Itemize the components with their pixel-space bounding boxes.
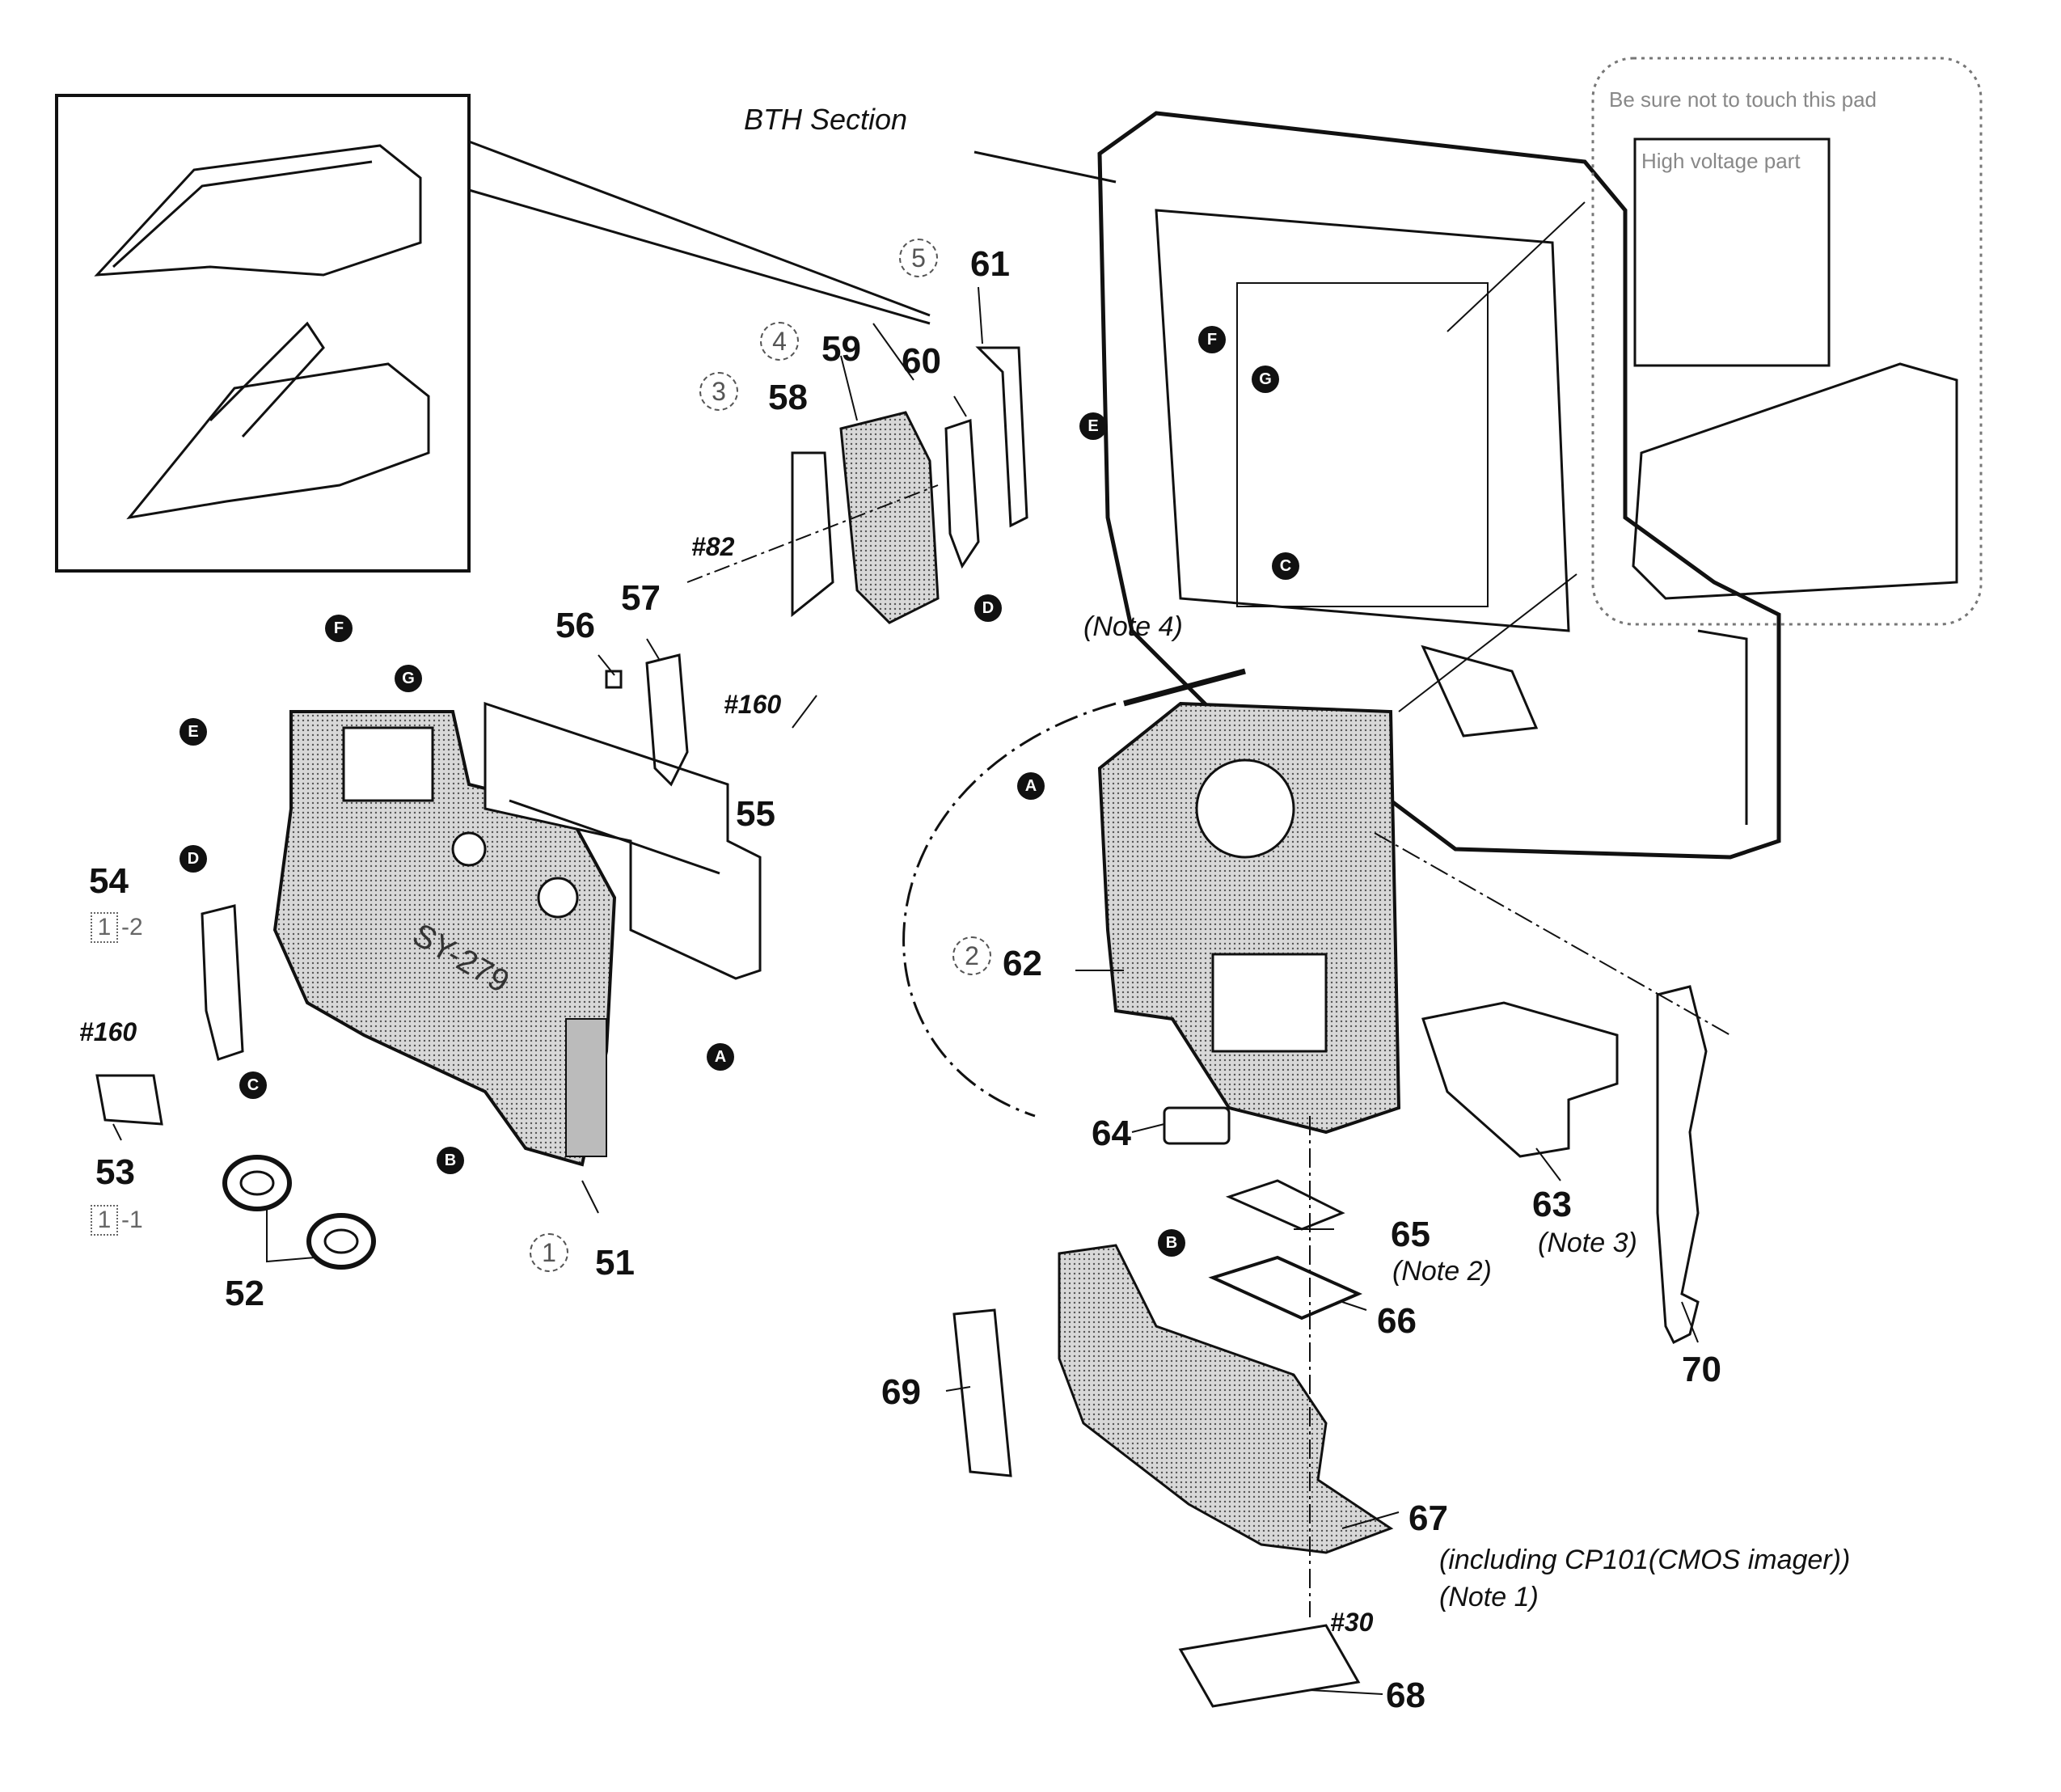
part-67: 67	[1408, 1498, 1448, 1538]
note-3: (Note 3)	[1538, 1228, 1637, 1258]
part-66: 66	[1377, 1301, 1417, 1341]
part-68: 68	[1386, 1676, 1425, 1715]
note-1: (Note 1)	[1439, 1582, 1539, 1612]
note-4: (Note 4)	[1083, 611, 1183, 642]
marker-d: D	[179, 845, 207, 873]
part-59: 59	[821, 329, 861, 369]
screw-160-b: #160	[79, 1017, 137, 1046]
callout-box	[1591, 57, 1983, 626]
marker-d: D	[974, 594, 1002, 622]
marker-a: A	[707, 1043, 734, 1071]
part-54: 54	[89, 861, 129, 901]
board-55	[484, 701, 762, 980]
marker-b: B	[1158, 1229, 1185, 1257]
screw-30: #30	[1330, 1608, 1374, 1637]
part-61: 61	[970, 244, 1010, 284]
marker-g: G	[1252, 366, 1279, 393]
note-2: (Note 2)	[1392, 1256, 1492, 1287]
marker-a: A	[1017, 772, 1045, 800]
section-title: BTH Section	[744, 103, 908, 136]
screw-82: #82	[691, 532, 735, 561]
marker-c: C	[1272, 552, 1299, 580]
marker-f: F	[325, 615, 353, 642]
marker-e: E	[179, 718, 207, 746]
part-53: 53	[95, 1152, 135, 1192]
part-64: 64	[1092, 1114, 1131, 1153]
step-1-circle: 1	[530, 1233, 568, 1272]
part-69: 69	[881, 1372, 921, 1412]
step-3-circle: 3	[699, 372, 738, 411]
step-4-circle: 4	[760, 322, 799, 361]
bracket-58	[791, 451, 834, 618]
part-51: 51	[595, 1243, 635, 1283]
high-voltage-text: High voltage part	[1641, 149, 1801, 173]
marker-f: F	[1198, 326, 1226, 353]
pad-warning-text: Be sure not to touch this pad	[1609, 87, 1877, 112]
step-2-circle: 2	[952, 936, 991, 975]
marker-e: E	[1079, 412, 1107, 440]
flex-63	[1421, 1001, 1619, 1158]
part-70: 70	[1682, 1350, 1721, 1389]
part-52: 52	[225, 1274, 264, 1313]
step-5-circle: 5	[899, 239, 938, 277]
block-59	[839, 411, 940, 624]
part-58: 58	[768, 378, 808, 417]
flex-67	[1058, 1244, 1394, 1554]
screw-160-a: #160	[724, 690, 782, 719]
part-56: 56	[555, 606, 595, 645]
marker-g: G	[395, 665, 422, 692]
inset-box	[55, 94, 471, 573]
ref-54: 1-2	[91, 912, 143, 943]
part-57: 57	[621, 578, 661, 618]
camera-body-frame	[1097, 111, 1781, 860]
marker-b: B	[437, 1147, 464, 1174]
part-67-description: (including CP101(CMOS imager))	[1439, 1545, 1851, 1575]
part-60: 60	[902, 341, 941, 381]
ref-53: 1-1	[91, 1205, 143, 1236]
part-65: 65	[1391, 1215, 1430, 1254]
part-62: 62	[1003, 944, 1042, 983]
part-63: 63	[1532, 1185, 1572, 1224]
flex-70	[1656, 985, 1708, 1345]
marker-c: C	[239, 1071, 267, 1099]
part-55: 55	[736, 794, 775, 834]
